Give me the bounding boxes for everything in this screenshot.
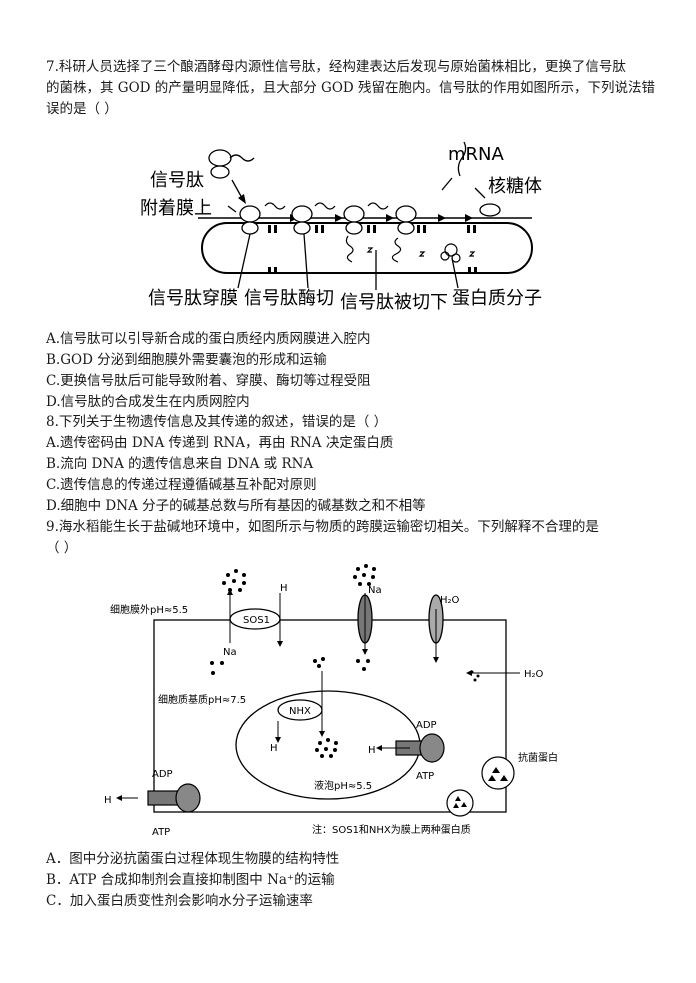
- label-nhx: NHX: [289, 706, 311, 717]
- q9-option-c: C．加入蛋白质变性剂会影响水分子运输速率: [46, 893, 313, 909]
- label-h-nhx: H: [270, 743, 278, 754]
- label-mrna: mRNA: [448, 144, 505, 165]
- vacuole-proton-pump: [419, 733, 445, 763]
- q7-option-c: C.更换信号肽后可能导致附着、穿膜、酶切等过程受阻: [46, 373, 371, 389]
- label-h2o-outside: H₂O: [524, 669, 544, 680]
- q9-option-b: B．ATP 合成抑制剂会直接抑制图中 Na⁺的运输: [46, 872, 335, 888]
- label-h-membrane: H: [104, 795, 112, 806]
- q9-option-a: A．图中分泌抗菌蛋白过程体现生物膜的结构特性: [46, 851, 340, 867]
- label-cross: 信号肽穿膜: [148, 288, 238, 309]
- antibacterial-vesicle-inner: [446, 789, 474, 817]
- q9-stem-line-2: （ ）: [46, 540, 78, 556]
- q8-option-b: B.流向 DNA 的遗传信息来自 DNA 或 RNA: [46, 456, 314, 472]
- label-h-vacuole: H: [368, 745, 376, 756]
- label-atp-membrane: ATP: [152, 827, 170, 838]
- label-adp-vacuole: ADP: [416, 720, 437, 731]
- label-adp-membrane: ADP: [152, 769, 173, 780]
- label-na-sos1: Na: [223, 647, 237, 658]
- label-sos1: SOS1: [243, 615, 270, 626]
- q8-option-c: C.遗传信息的传递过程遵循碱基互补配对原则: [46, 477, 317, 493]
- label-signal-peptide: 信号肽: [150, 170, 204, 191]
- label-h2o-channel: H₂O: [440, 595, 460, 606]
- q9-stem-line-1: 9.海水稻能生长于盐碱地环境中，如图所示与物质的跨膜运输密切相关。下列解释不合理…: [46, 519, 599, 535]
- q7-option-d: D.信号肽的合成发生在内质网腔内: [46, 394, 250, 410]
- signal-peptide-figure: 信号肽 附着膜上 mRNA 核糖体 信号肽穿膜 信号肽酶切 信号肽被切下 蛋白质…: [140, 141, 542, 313]
- q8-option-a: A.遗传密码由 DNA 传递到 RNA，再由 RNA 决定蛋白质: [46, 435, 394, 451]
- label-vacuole-ph: 液泡pH≈5.5: [314, 779, 372, 792]
- q7-option-a: A.信号肽可以引导新合成的蛋白质经内质网膜进入腔内: [46, 331, 371, 347]
- label-cut-off: 信号肽被切下: [340, 292, 448, 313]
- er-membrane-shape: [201, 222, 533, 274]
- label-h-sos1: H: [280, 583, 288, 594]
- label-attach: 附着膜上: [140, 198, 212, 219]
- figure-note: 注：SOS1和NHX为膜上两种蛋白质: [312, 823, 471, 836]
- q8-option-d: D.细胞中 DNA 分子的碱基总数与所有基因的碱基数之和不相等: [46, 498, 426, 514]
- rice-cell-figure: SOS1 H Na Na H₂O H₂O 细胞膜外pH≈5.5 细胞质基质pH≈…: [104, 564, 558, 838]
- label-na-channel: Na: [368, 585, 382, 596]
- cell-membrane-shape: [153, 619, 507, 813]
- label-atp-vacuole: ATP: [416, 771, 434, 782]
- q8-stem: 8.下列关于生物遗传信息及其传递的叙述，错误的是（ ）: [46, 414, 388, 430]
- q7-stem-line-3: 误的是（ ）: [46, 101, 118, 117]
- label-ribosome: 核糖体: [488, 176, 542, 197]
- label-antibacterial: 抗菌蛋白: [518, 751, 558, 764]
- q7-option-b: B.GOD 分泌到细胞膜外需要囊泡的形成和运输: [46, 352, 327, 368]
- label-cleave: 信号肽酶切: [244, 288, 334, 309]
- label-cytoplasm-ph: 细胞质基质pH≈7.5: [158, 693, 246, 706]
- label-outside-ph: 细胞膜外pH≈5.5: [110, 603, 188, 616]
- label-protein: 蛋白质分子: [452, 288, 542, 309]
- q7-stem-line-2: 的菌株，其 GOD 的产量明显降低，且大部分 GOD 残留在胞内。信号肽的作用如…: [46, 80, 656, 96]
- membrane-proton-pump: [175, 783, 201, 813]
- q7-stem-line-1: 7.科研人员选择了三个酿酒酵母内源性信号肽，经构建表达后发现与原始菌株相比，更换…: [46, 59, 626, 75]
